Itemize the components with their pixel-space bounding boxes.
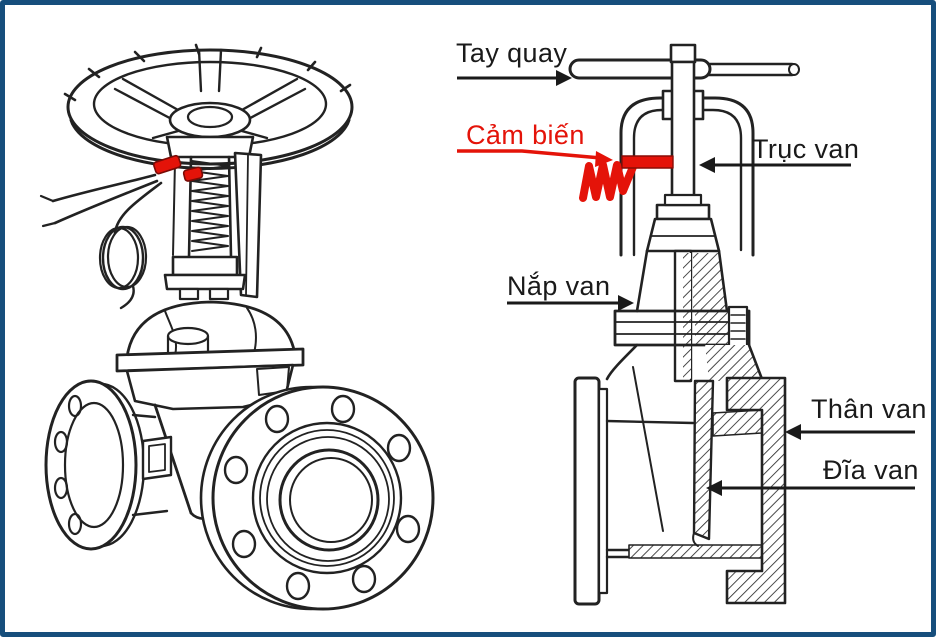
label-dia-van: Đĩa van bbox=[823, 455, 919, 485]
valve-body-perspective bbox=[44, 379, 435, 611]
spring bbox=[190, 159, 230, 253]
sensor-cable bbox=[53, 179, 159, 225]
nap-van-arrow bbox=[507, 295, 634, 311]
gate-valve-diagram bbox=[39, 43, 915, 611]
than-van-arrow bbox=[785, 424, 915, 440]
label-tay-quay: Tay quay bbox=[456, 38, 568, 68]
label-than-van: Thân van bbox=[811, 394, 927, 424]
label-truc-van: Trục van bbox=[752, 134, 860, 164]
tay-quay-arrow bbox=[457, 70, 572, 86]
sensor-cable-coil bbox=[98, 225, 148, 310]
sensor-bar bbox=[621, 155, 674, 169]
sensor-cable bbox=[113, 181, 163, 235]
left-pipe-flange bbox=[573, 376, 601, 606]
sensor-assembly bbox=[39, 154, 204, 310]
front-flange bbox=[199, 385, 435, 611]
gate-disc bbox=[692, 379, 715, 547]
truc-van-arrow bbox=[699, 157, 851, 173]
sensor-on-stem bbox=[579, 155, 674, 202]
stem-column bbox=[163, 135, 263, 301]
sensor-probe-icon bbox=[152, 154, 204, 182]
label-nap-van: Nắp van bbox=[507, 271, 611, 301]
label-cam-bien: Cảm biến bbox=[466, 120, 585, 150]
valve-body-section bbox=[573, 376, 787, 606]
right-pipe-flange bbox=[725, 376, 787, 605]
valve-perspective-drawing bbox=[39, 43, 435, 611]
label-arrows bbox=[457, 70, 915, 496]
dia-van-arrow bbox=[706, 480, 915, 496]
bonnet-section bbox=[605, 249, 764, 532]
cam-bien-arrow bbox=[457, 149, 613, 167]
left-flange bbox=[44, 379, 146, 551]
sensor-squiggle-icon bbox=[579, 158, 639, 202]
valve-cross-section-drawing bbox=[568, 43, 800, 606]
sensor-cable bbox=[51, 173, 157, 203]
valve-stem bbox=[645, 43, 721, 383]
